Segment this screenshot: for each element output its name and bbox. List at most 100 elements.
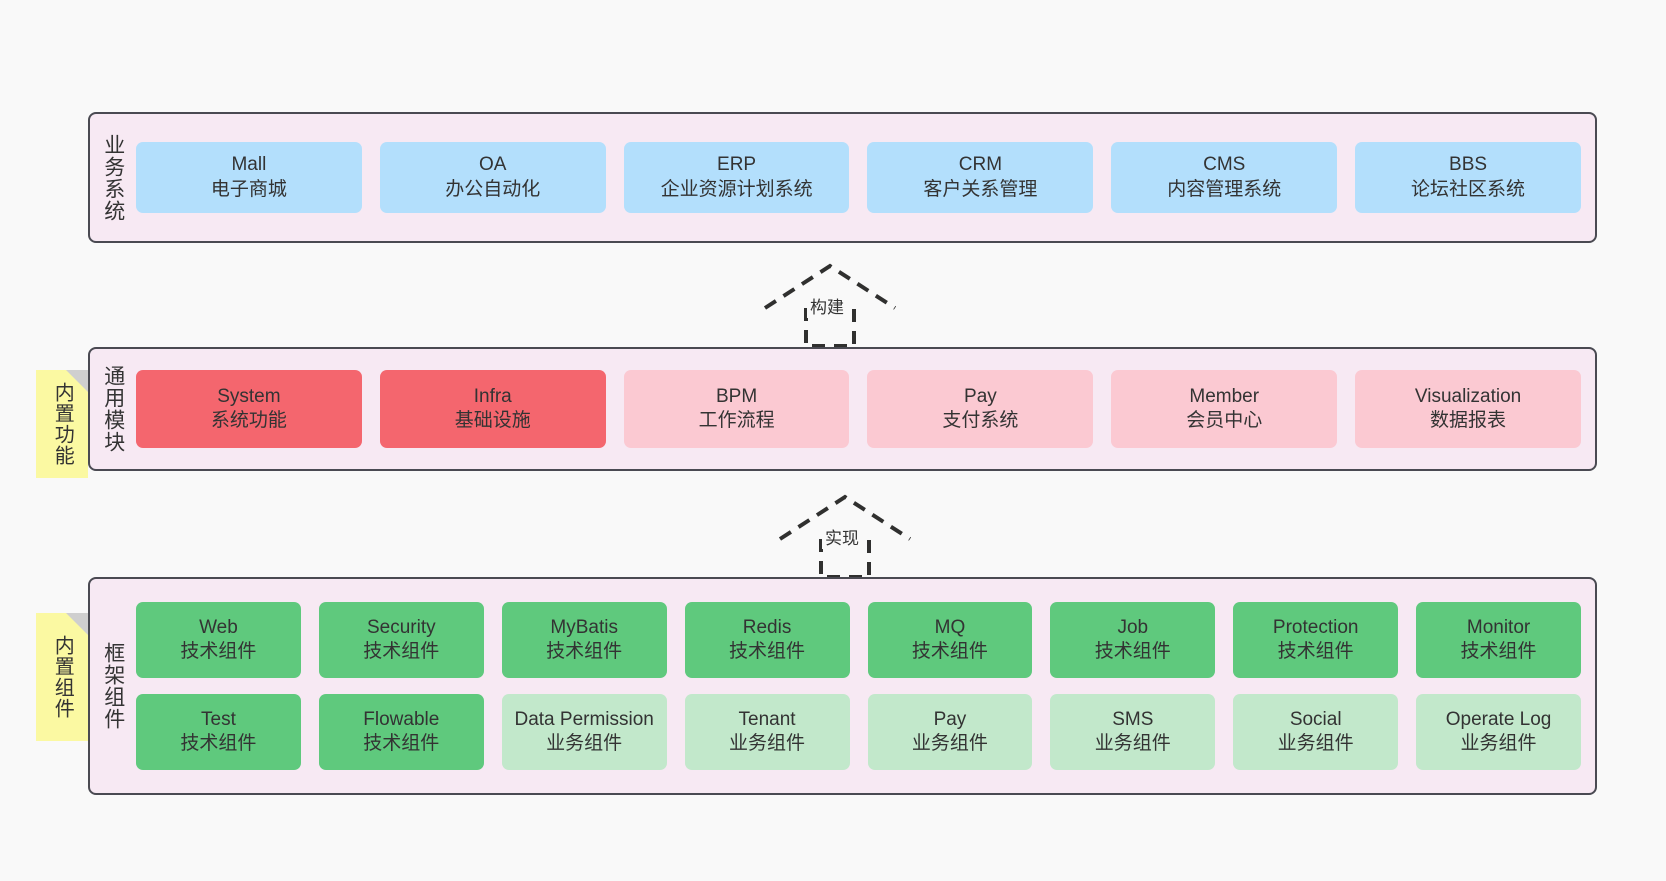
card-operate-log-desc: 业务组件 <box>1460 733 1537 754</box>
framework-tech-row: Web 技术组件 Security 技术组件 MyBatis 技术组件 Redi… <box>136 602 1581 678</box>
card-job-name: Job <box>1117 616 1149 638</box>
card-pay-module[interactable]: Pay 支付系统 <box>867 370 1094 448</box>
card-flowable[interactable]: Flowable 技术组件 <box>318 694 484 770</box>
card-cms-name: CMS <box>1203 154 1246 176</box>
card-tenant-desc: 业务组件 <box>729 733 806 754</box>
card-system[interactable]: System 系统功能 <box>136 370 362 448</box>
layer-framework-title: 框架组件 <box>101 642 125 730</box>
card-job-desc: 技术组件 <box>1094 641 1171 662</box>
card-infra[interactable]: Infra 基础设施 <box>379 370 606 448</box>
card-infra-name: Infra <box>473 385 512 407</box>
card-crm-name: CRM <box>958 154 1003 176</box>
card-social-desc: 业务组件 <box>1277 733 1354 754</box>
card-infra-desc: 基础设施 <box>454 410 531 431</box>
card-oa[interactable]: OA 办公自动化 <box>379 142 606 213</box>
card-monitor[interactable]: Monitor 技术组件 <box>1416 602 1581 678</box>
card-security[interactable]: Security 技术组件 <box>318 602 484 678</box>
card-redis-desc: 技术组件 <box>729 641 806 662</box>
note-builtin-features: 内置功能 <box>36 370 88 478</box>
connector-build-label: 构建 <box>807 293 847 318</box>
card-bpm[interactable]: BPM 工作流程 <box>623 370 850 448</box>
connector-build: 构建 <box>760 262 900 350</box>
note-builtin-features-label: 内置功能 <box>51 382 74 466</box>
card-member[interactable]: Member 会员中心 <box>1111 370 1338 448</box>
card-oa-desc: 办公自动化 <box>445 178 541 200</box>
card-protection-name: Protection <box>1272 616 1359 638</box>
card-operate-log[interactable]: Operate Log 业务组件 <box>1416 694 1581 770</box>
connector-build-shape <box>763 263 897 348</box>
card-bbs-name: BBS <box>1449 154 1488 176</box>
card-mall-desc: 电子商城 <box>210 178 287 200</box>
card-flowable-desc: 技术组件 <box>363 733 440 754</box>
card-visualization-name: Visualization <box>1414 385 1522 407</box>
card-protection-desc: 技术组件 <box>1277 641 1354 662</box>
card-tenant[interactable]: Tenant 业务组件 <box>684 694 850 770</box>
note-fold-corner-icon <box>66 613 88 635</box>
card-pay-component-name: Pay <box>933 708 967 730</box>
card-cms[interactable]: CMS 内容管理系统 <box>1111 142 1338 213</box>
card-mq-name: MQ <box>934 616 966 638</box>
card-social-name: Social <box>1289 708 1342 730</box>
connector-implement-label: 实现 <box>822 524 862 549</box>
card-protection[interactable]: Protection 技术组件 <box>1233 602 1399 678</box>
card-erp-desc: 企业资源计划系统 <box>660 178 813 200</box>
framework-business-row: Test 技术组件 Flowable 技术组件 Data Permission … <box>136 694 1581 770</box>
card-data-permission[interactable]: Data Permission 业务组件 <box>501 694 667 770</box>
card-visualization[interactable]: Visualization 数据报表 <box>1355 370 1581 448</box>
card-bbs-desc: 论坛社区系统 <box>1411 178 1526 200</box>
layer-framework-components: 框架组件 Web 技术组件 Security 技术组件 MyBatis 技术组件… <box>88 577 1597 795</box>
card-data-permission-desc: 业务组件 <box>546 733 623 754</box>
card-monitor-name: Monitor <box>1466 616 1531 638</box>
card-redis[interactable]: Redis 技术组件 <box>684 602 850 678</box>
card-web-desc: 技术组件 <box>180 641 257 662</box>
layer-common-modules: 通用模块 System 系统功能 Infra 基础设施 BPM 工作流程 Pay <box>88 347 1597 471</box>
card-erp-name: ERP <box>717 154 757 176</box>
card-test[interactable]: Test 技术组件 <box>136 694 301 770</box>
connector-implement: 实现 <box>775 493 915 581</box>
card-member-name: Member <box>1189 385 1260 407</box>
layer-business-title: 业务系统 <box>101 133 125 222</box>
card-pay-component-desc: 业务组件 <box>911 733 988 754</box>
card-crm[interactable]: CRM 客户关系管理 <box>867 142 1094 213</box>
layer-framework-body: Web 技术组件 Security 技术组件 MyBatis 技术组件 Redi… <box>136 579 1595 793</box>
card-flowable-name: Flowable <box>363 708 440 730</box>
card-data-permission-name: Data Permission <box>514 708 654 730</box>
card-social[interactable]: Social 业务组件 <box>1233 694 1399 770</box>
card-sms[interactable]: SMS 业务组件 <box>1050 694 1216 770</box>
card-redis-name: Redis <box>742 616 792 638</box>
card-crm-desc: 客户关系管理 <box>923 178 1038 200</box>
card-test-desc: 技术组件 <box>180 733 257 754</box>
card-mybatis[interactable]: MyBatis 技术组件 <box>501 602 667 678</box>
layer-common-title: 通用模块 <box>101 365 125 453</box>
card-test-name: Test <box>201 708 236 730</box>
card-tenant-name: Tenant <box>738 708 796 730</box>
card-mall[interactable]: Mall 电子商城 <box>136 142 362 213</box>
card-member-desc: 会员中心 <box>1186 410 1263 431</box>
card-operate-log-name: Operate Log <box>1445 708 1552 730</box>
business-card-row: Mall 电子商城 OA 办公自动化 ERP 企业资源计划系统 CRM 客户关系… <box>136 142 1581 213</box>
card-mybatis-name: MyBatis <box>550 616 618 638</box>
layer-business-systems: 业务系统 Mall 电子商城 OA 办公自动化 ERP 企业资源计划系统 CRM <box>88 112 1597 243</box>
card-oa-name: OA <box>479 154 507 176</box>
card-bbs[interactable]: BBS 论坛社区系统 <box>1355 142 1581 213</box>
note-builtin-components-label: 内置组件 <box>51 635 74 719</box>
card-job[interactable]: Job 技术组件 <box>1050 602 1216 678</box>
card-cms-desc: 内容管理系统 <box>1167 178 1282 200</box>
card-bpm-desc: 工作流程 <box>698 410 775 431</box>
note-fold-corner-icon <box>66 370 88 392</box>
card-monitor-desc: 技术组件 <box>1460 641 1537 662</box>
card-web[interactable]: Web 技术组件 <box>136 602 301 678</box>
card-erp[interactable]: ERP 企业资源计划系统 <box>623 142 850 213</box>
card-mq[interactable]: MQ 技术组件 <box>867 602 1033 678</box>
card-web-name: Web <box>199 616 238 638</box>
card-sms-desc: 业务组件 <box>1094 733 1171 754</box>
card-system-desc: 系统功能 <box>210 410 287 431</box>
card-bpm-name: BPM <box>715 385 758 407</box>
card-security-desc: 技术组件 <box>363 641 440 662</box>
card-sms-name: SMS <box>1112 708 1154 730</box>
layer-business-body: Mall 电子商城 OA 办公自动化 ERP 企业资源计划系统 CRM 客户关系… <box>136 114 1595 241</box>
card-pay-module-desc: 支付系统 <box>942 410 1019 431</box>
card-pay-component[interactable]: Pay 业务组件 <box>867 694 1033 770</box>
card-system-name: System <box>217 385 281 407</box>
